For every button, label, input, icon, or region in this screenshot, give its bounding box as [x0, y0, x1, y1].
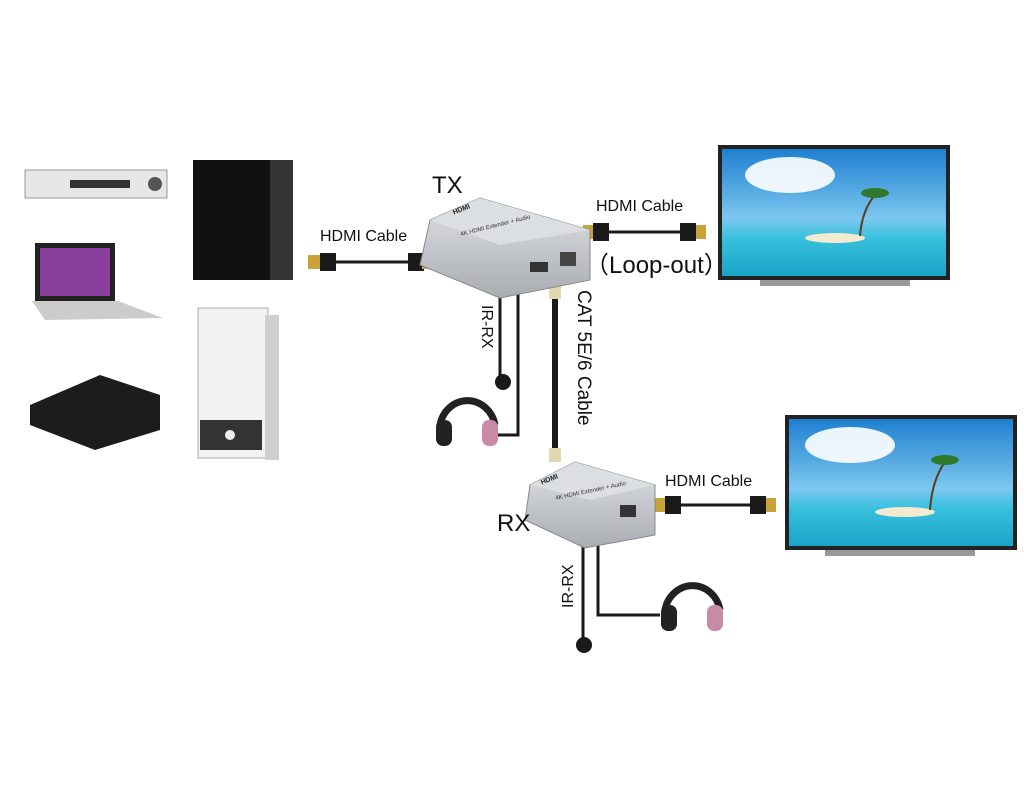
hdmi-cable-loop-label: HDMI Cable	[596, 198, 684, 215]
tv-loop-out	[718, 145, 950, 286]
game-console	[193, 160, 293, 280]
headphones-tx	[436, 397, 499, 446]
dvd-player	[24, 169, 168, 199]
audio-cable-tx	[490, 290, 520, 437]
connectors	[308, 223, 776, 653]
laptop	[32, 243, 163, 320]
desktop-pc	[197, 307, 279, 460]
ir-rx-rx-label: IR-RX	[560, 564, 577, 608]
tv-remote	[785, 415, 1017, 556]
rx-extender	[524, 461, 656, 549]
headphones-rx	[661, 582, 724, 631]
audio-cable-rx	[596, 530, 660, 617]
set-top-box	[30, 375, 160, 450]
tx-extender	[419, 197, 591, 299]
hdmi-cable-output-label: HDMI Cable	[665, 473, 753, 490]
cables	[320, 230, 760, 640]
rx-label: RX	[497, 510, 531, 537]
ir-rx-tx-label: IR-RX	[478, 305, 495, 349]
cat-cable-label: CAT 5E/6 Cable	[573, 290, 594, 426]
loop-out-label: （Loop-out）	[585, 252, 728, 279]
hdmi-cable-input-label: HDMI Cable	[320, 228, 408, 245]
tx-label: TX	[432, 172, 463, 199]
